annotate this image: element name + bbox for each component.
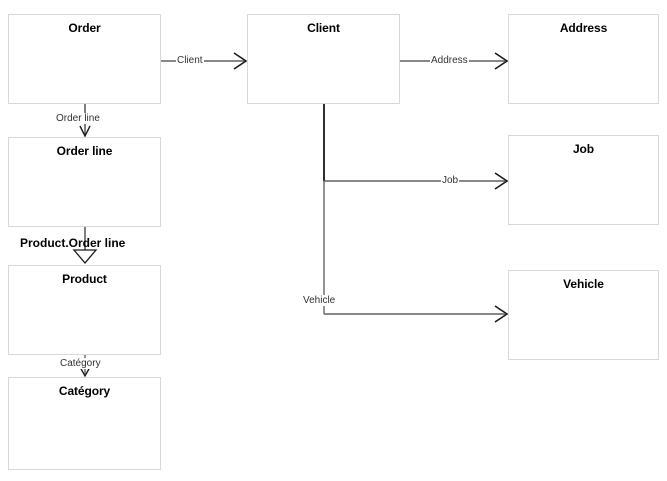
edge-product-categorie-arrowhead	[79, 366, 91, 378]
entity-vehicle[interactable]: Vehicle	[508, 270, 659, 360]
entity-address-title: Address	[559, 21, 608, 35]
edge-client-vehicle-arrowhead	[494, 305, 509, 323]
edge-label-order-line: Order line	[55, 113, 101, 124]
entity-job-title: Job	[572, 142, 595, 156]
entity-job[interactable]: Job	[508, 135, 659, 225]
edge-label-vehicle: Vehicle	[302, 295, 337, 306]
edge-label-categorie: Catégory	[59, 358, 102, 369]
edge-client-address-arrowhead	[494, 52, 509, 70]
entity-client[interactable]: Client	[247, 14, 400, 104]
entity-order-title: Order	[68, 21, 101, 35]
entity-order-line[interactable]: Order line	[8, 137, 161, 227]
edge-orderline-product-arrowhead	[72, 249, 98, 265]
edge-label-address: Address	[430, 55, 469, 66]
edge-order-orderline-arrowhead	[79, 125, 91, 138]
edge-label-client: Client	[176, 55, 204, 66]
entity-product[interactable]: Product	[8, 265, 161, 355]
entity-address[interactable]: Address	[508, 14, 659, 104]
entity-product-title: Product	[62, 272, 107, 286]
entity-order-line-title: Order line	[56, 144, 113, 158]
entity-client-title: Client	[307, 21, 340, 35]
edge-label-product-order-line: Product.Order line	[20, 236, 126, 250]
edge-label-job: Job	[441, 175, 460, 186]
entity-order[interactable]: Order	[8, 14, 161, 104]
edge-client-job-arrowhead	[494, 172, 509, 190]
entity-vehicle-title: Vehicle	[563, 277, 604, 291]
entity-categorie[interactable]: Catégory	[8, 377, 161, 470]
edge-order-client-arrowhead	[233, 52, 248, 70]
entity-categorie-title: Catégory	[58, 384, 111, 398]
